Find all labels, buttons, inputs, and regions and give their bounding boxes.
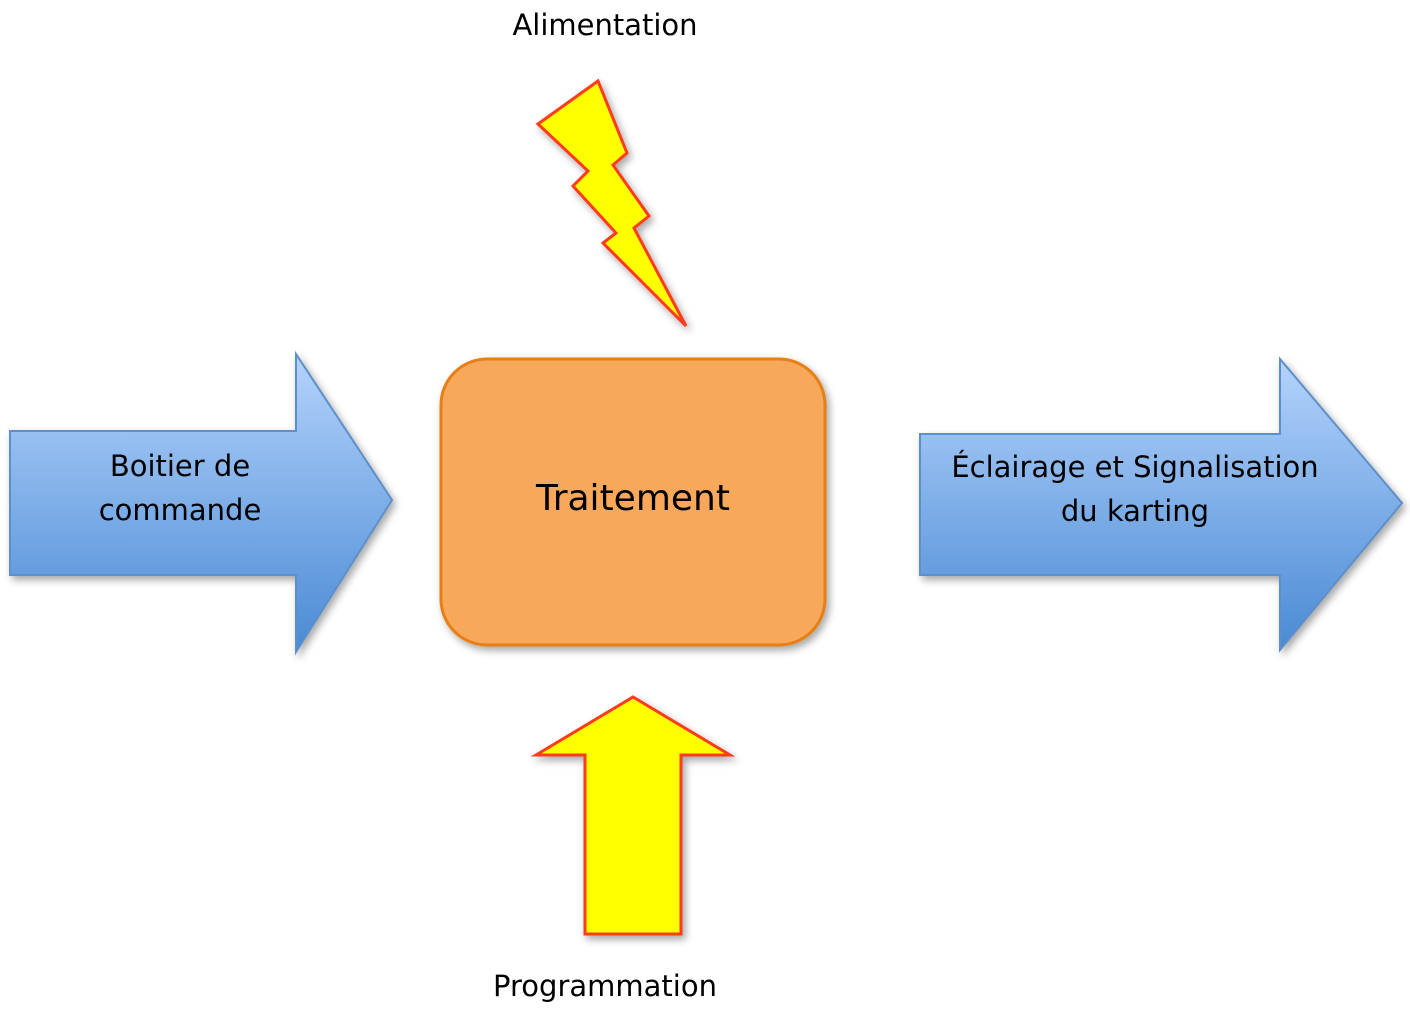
right-output-arrow [919, 356, 1404, 653]
top-label: Alimentation [512, 8, 698, 42]
lightning-bolt-icon [535, 78, 688, 328]
right-arrow-label-line1: Éclairage et Signalisation [951, 450, 1319, 484]
arrow-up-icon [530, 695, 736, 936]
left-input-arrow [9, 350, 394, 656]
left-arrow-label-line1: Boitier de [109, 449, 251, 483]
right-arrow-label-line2: du karting [1060, 494, 1210, 528]
left-arrow-label-line2: commande [98, 493, 262, 527]
center-processing-box [439, 357, 827, 647]
bottom-label: Programmation [493, 969, 717, 1003]
center-box-label: Traitement [536, 478, 730, 519]
